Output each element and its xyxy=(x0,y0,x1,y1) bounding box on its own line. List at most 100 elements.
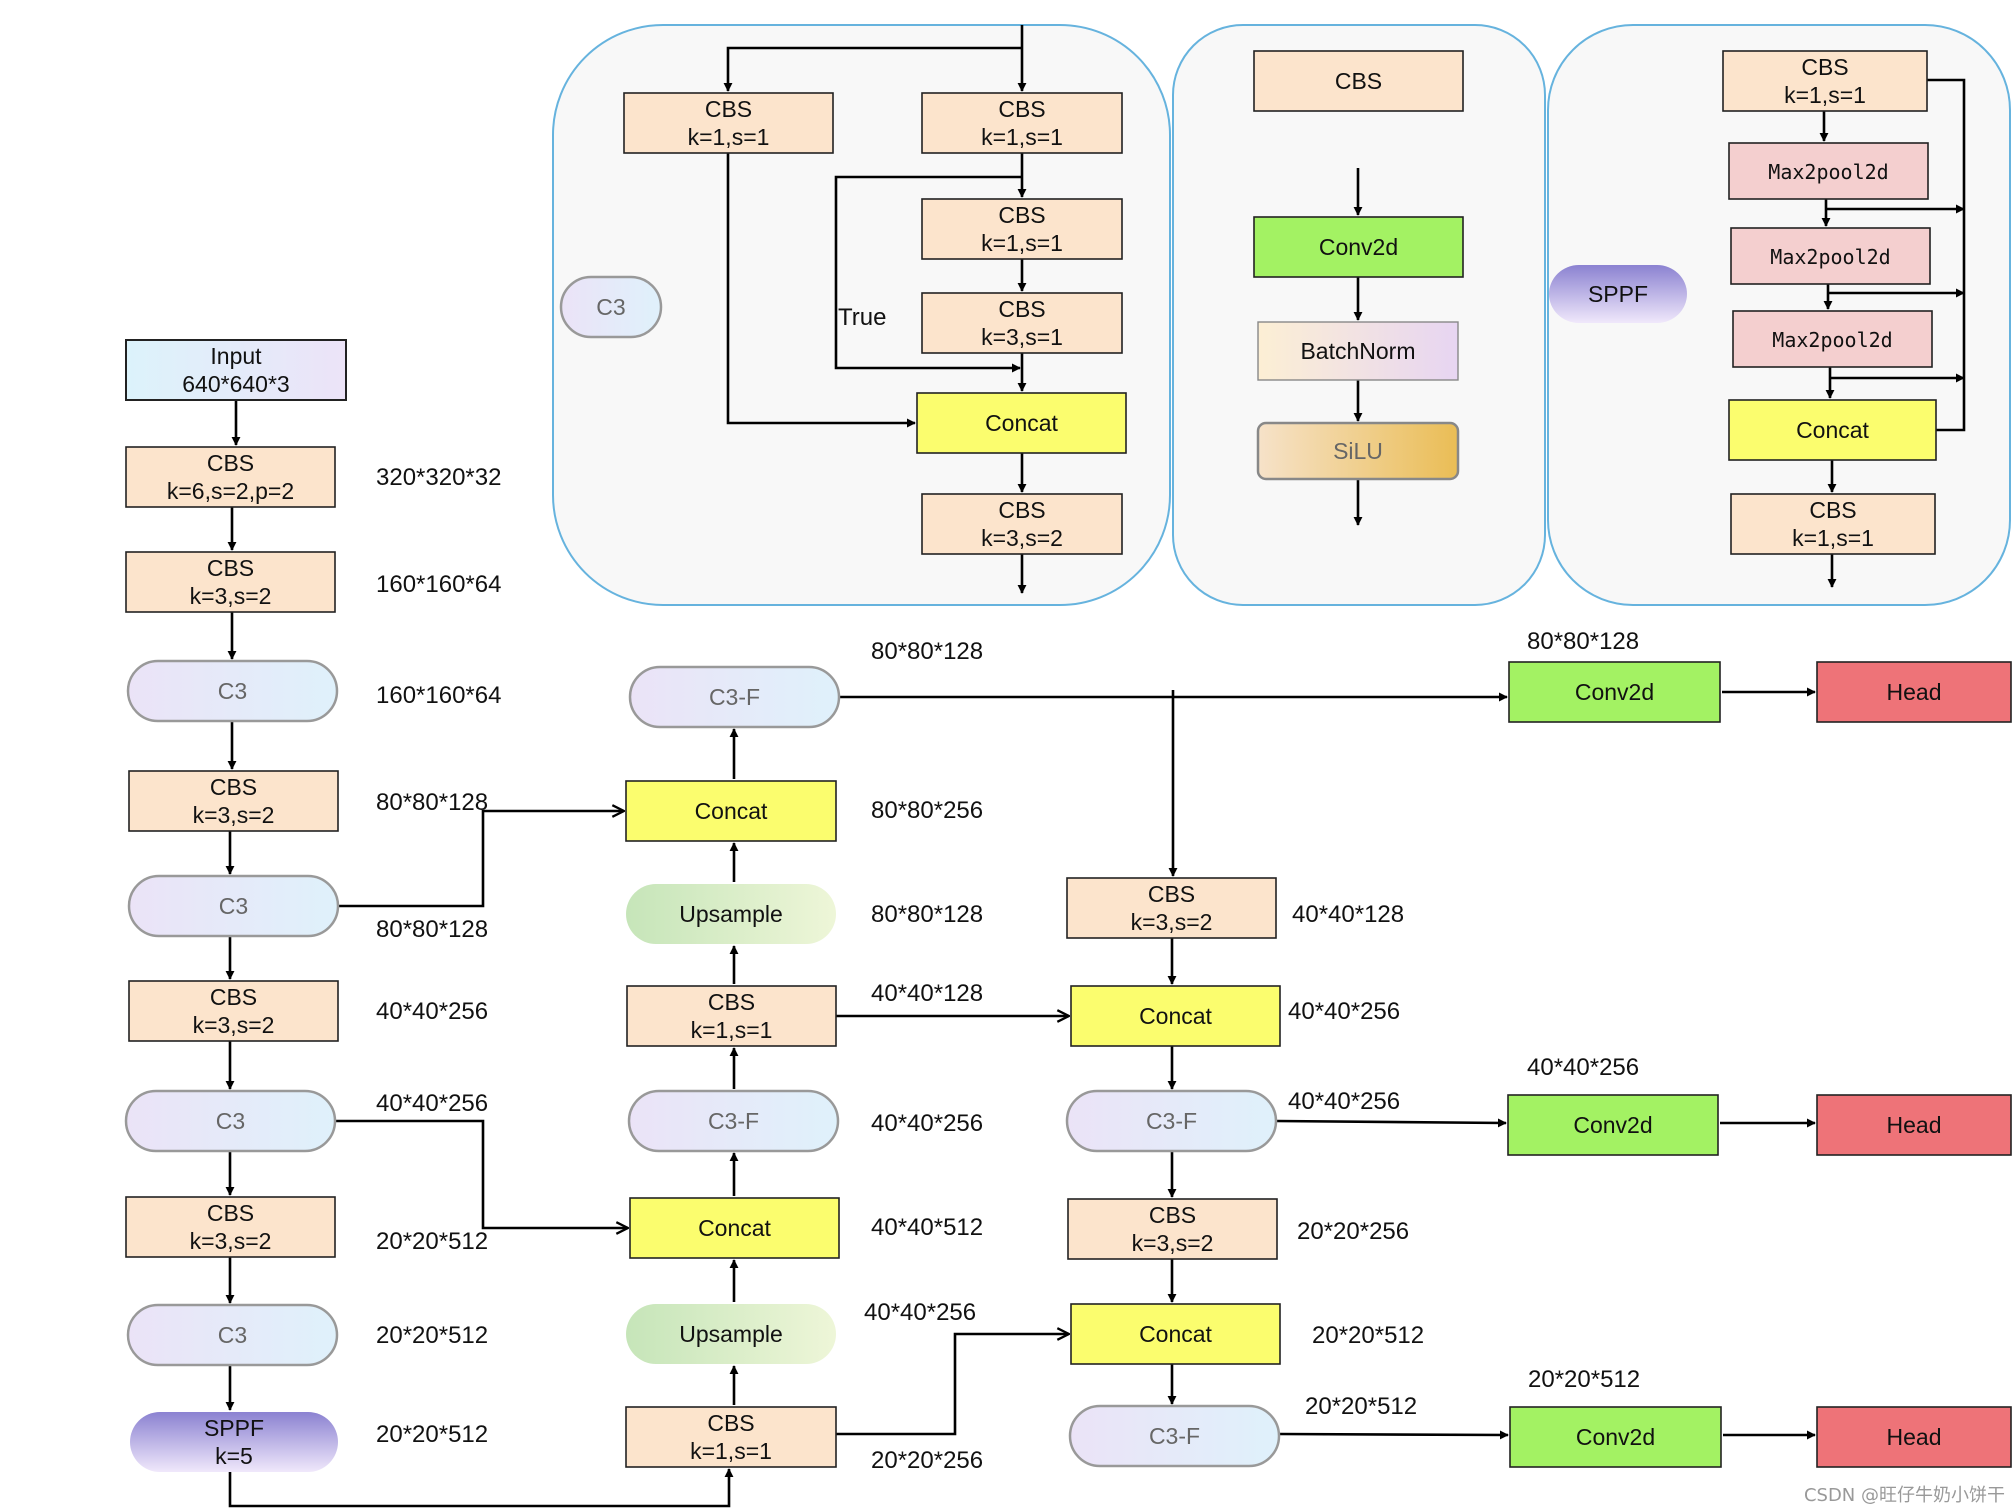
node-r3-label-0: C3-F xyxy=(1146,1108,1197,1134)
dim-label-d2: 160*160*64 xyxy=(376,571,501,598)
dim-label-d13: 80*80*128 xyxy=(871,901,983,928)
node-m5-label-0: C3-F xyxy=(708,1108,759,1134)
node-b3-box xyxy=(126,659,339,723)
node-b1-label-0: CBS xyxy=(207,450,254,476)
node-m3: Upsample xyxy=(626,884,836,944)
node-p1a-label-0: CBS xyxy=(705,96,752,122)
node-p3e-box xyxy=(1728,399,1937,461)
node-p3f-label-0: CBS xyxy=(1809,497,1856,523)
edge-10 xyxy=(228,1468,734,1508)
dim-label-d26: 40*40*256 xyxy=(1527,1054,1639,1081)
node-p1f-box xyxy=(921,493,1123,555)
node-p1a-box xyxy=(623,92,834,154)
node-b10-box xyxy=(130,1412,338,1472)
node-p1label-box xyxy=(559,275,663,339)
node-b8-label-0: CBS xyxy=(207,1200,254,1226)
dim-label-d25: 80*80*128 xyxy=(1527,628,1639,655)
node-h2-box xyxy=(1816,1094,2012,1156)
node-r5-box xyxy=(1070,1303,1281,1365)
node-p1c-label-0: CBS xyxy=(998,202,1045,228)
node-cv3-label-0: Conv2d xyxy=(1576,1424,1655,1450)
node-p3a-box xyxy=(1722,50,1928,112)
node-p3e: Concat xyxy=(1728,399,1937,461)
node-p2d-label-0: SiLU xyxy=(1333,438,1383,464)
dim-label-d5: 80*80*128 xyxy=(376,916,488,943)
node-p3c-label-0: Max2pool2d xyxy=(1770,245,1890,269)
node-input-label-1: 640*640*3 xyxy=(182,371,289,397)
node-b9-label-0: C3 xyxy=(218,1322,247,1348)
node-r6-label-0: C3-F xyxy=(1149,1423,1200,1449)
node-p1f-label-0: CBS xyxy=(998,497,1045,523)
node-p1label-label-0: C3 xyxy=(596,294,625,320)
node-b10-label-0: SPPF xyxy=(204,1415,264,1441)
node-b9-box xyxy=(126,1303,339,1367)
node-r5-label-0: Concat xyxy=(1139,1321,1212,1347)
node-m7-box xyxy=(626,1304,836,1364)
node-b1-box xyxy=(125,446,336,508)
node-p1d-box xyxy=(921,292,1123,354)
node-b1-label-1: k=6,s=2,p=2 xyxy=(167,478,294,504)
node-p2b: Conv2d xyxy=(1253,216,1464,278)
node-p3b-box xyxy=(1728,142,1929,200)
edge-label-true: True xyxy=(838,304,886,331)
node-p1c-label-1: k=1,s=1 xyxy=(981,230,1063,256)
node-r6: C3-F xyxy=(1068,1404,1281,1468)
node-b5-box xyxy=(127,874,340,938)
node-p3e-label-0: Concat xyxy=(1796,417,1869,443)
node-m1: C3-F xyxy=(628,665,841,729)
node-p1a-label-1: k=1,s=1 xyxy=(688,124,770,150)
node-p2a-label-0: CBS xyxy=(1335,68,1382,94)
node-m6-box xyxy=(629,1197,840,1259)
node-b9: C3 xyxy=(126,1303,339,1367)
node-p1f-label-1: k=3,s=2 xyxy=(981,525,1063,551)
node-h2-label-0: Head xyxy=(1887,1112,1942,1138)
node-b4-label-0: CBS xyxy=(210,774,257,800)
node-cv1-label-0: Conv2d xyxy=(1575,679,1654,705)
node-p3c: Max2pool2d xyxy=(1730,227,1931,285)
node-m4-label-1: k=1,s=1 xyxy=(691,1017,773,1043)
dim-label-d7: 40*40*256 xyxy=(376,1090,488,1117)
dim-label-d24: 20*20*512 xyxy=(1305,1393,1417,1420)
dim-label-d8: 20*20*512 xyxy=(376,1228,488,1255)
node-m7: Upsample xyxy=(626,1304,836,1364)
node-m1-box xyxy=(628,665,841,729)
node-m5-box xyxy=(627,1089,840,1153)
node-h2: Head xyxy=(1816,1094,2012,1156)
node-p3d-label-0: Max2pool2d xyxy=(1772,328,1892,352)
node-p3d: Max2pool2d xyxy=(1732,310,1933,368)
edge-39 xyxy=(834,175,1022,373)
node-h1-label-0: Head xyxy=(1887,679,1942,705)
node-p2a-box xyxy=(1253,50,1464,112)
node-p2c-label-0: BatchNorm xyxy=(1300,338,1415,364)
node-b8-label-1: k=3,s=2 xyxy=(190,1228,272,1254)
dim-label-d21: 40*40*256 xyxy=(1288,1088,1400,1115)
node-r3: C3-F xyxy=(1065,1089,1278,1153)
node-p3b-label-0: Max2pool2d xyxy=(1768,160,1888,184)
node-r2-box xyxy=(1070,985,1281,1047)
dimension-labels: 320*320*32 160*160*64 160*160*64 80*80*128 8… xyxy=(376,304,1640,1474)
node-m8-box xyxy=(625,1406,837,1468)
node-m4-box xyxy=(626,985,837,1047)
node-b8-box xyxy=(125,1196,336,1258)
dim-label-d23: 20*20*512 xyxy=(1312,1322,1424,1349)
edge-29 xyxy=(1275,1118,1507,1128)
node-r4-label-1: k=3,s=2 xyxy=(1132,1230,1214,1256)
dim-label-d12: 80*80*256 xyxy=(871,797,983,824)
dim-label-d3: 160*160*64 xyxy=(376,682,501,709)
node-r4-box xyxy=(1067,1198,1278,1260)
dim-label-d1: 320*320*32 xyxy=(376,464,501,491)
dim-label-d11: 80*80*128 xyxy=(871,638,983,665)
node-p2c-box xyxy=(1257,321,1459,381)
node-cv3: Conv2d xyxy=(1509,1406,1722,1468)
node-h1: Head xyxy=(1816,661,2012,723)
node-p1e-label-0: Concat xyxy=(985,410,1058,436)
node-r1-label-1: k=3,s=2 xyxy=(1131,909,1213,935)
node-b7-label-0: C3 xyxy=(216,1108,245,1134)
node-m2: Concat xyxy=(625,780,837,842)
node-b3-label-0: C3 xyxy=(218,678,247,704)
